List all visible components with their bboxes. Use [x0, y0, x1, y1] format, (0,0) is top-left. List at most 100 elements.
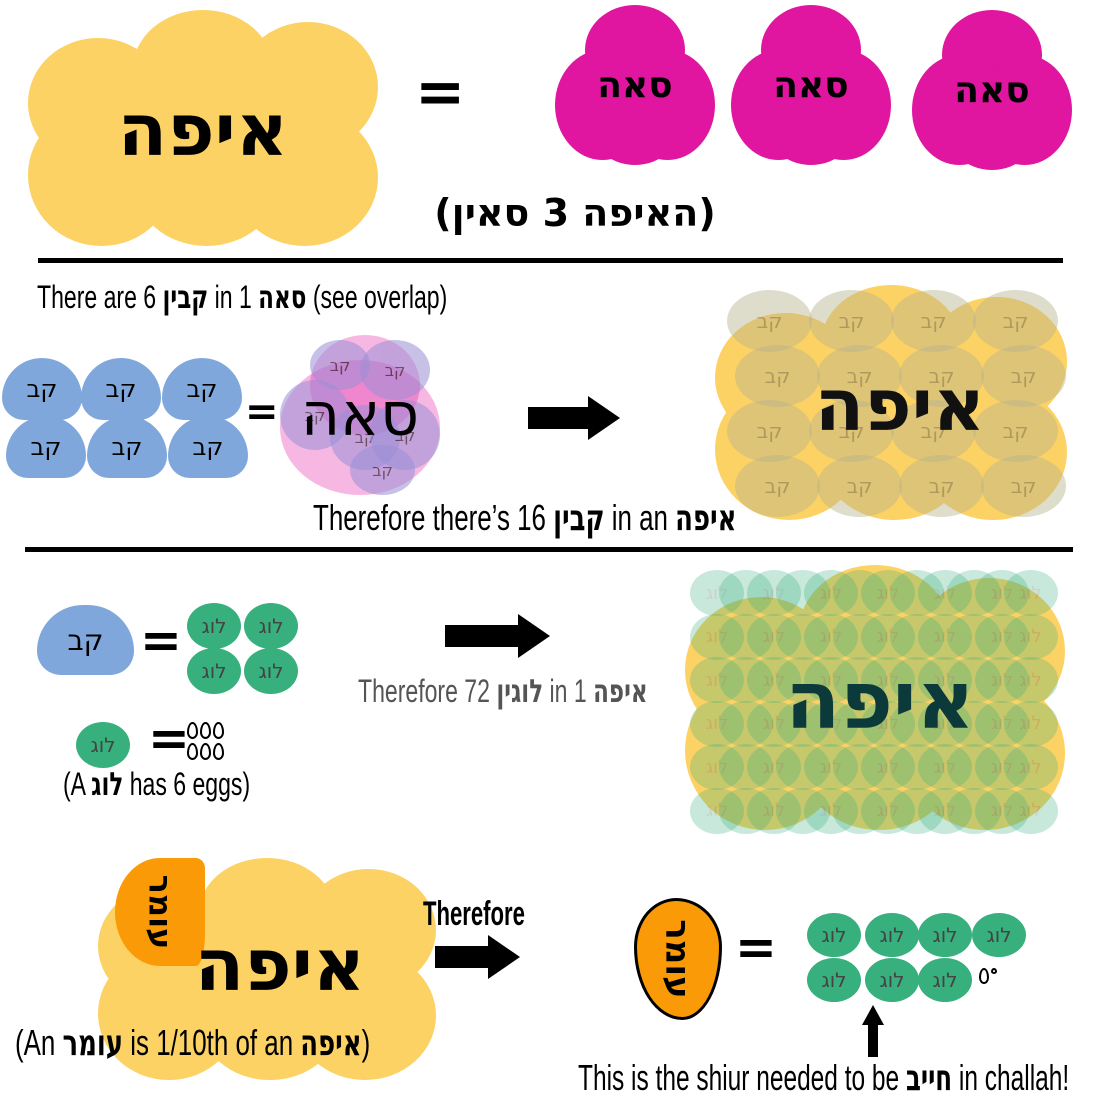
log-blob: [718, 613, 773, 660]
saah-label: סאה: [954, 69, 1030, 111]
log-blob: לוג: [861, 570, 915, 616]
log-blob: לוג: [804, 657, 858, 703]
log-blob: [775, 613, 830, 660]
log-blob: [832, 787, 887, 834]
log-blob: לוג: [1003, 613, 1058, 660]
log-blob: לוג: [918, 787, 972, 834]
eifa-label: איפה: [117, 88, 289, 172]
log-blob: לוג: [975, 657, 1029, 703]
log-blob: לוג: [807, 913, 861, 957]
kav-blob: קב: [817, 455, 902, 517]
kav-blob: קב: [891, 400, 976, 462]
kav-blob: קב: [899, 455, 984, 517]
log-blob: לוג: [918, 570, 972, 616]
blob-lobe: [80, 57, 326, 199]
log-blob: לוג: [1003, 787, 1058, 834]
log-blob: לוג: [1003, 570, 1058, 616]
log-blob: לוג: [76, 722, 130, 768]
log-blob: לוג: [975, 700, 1029, 747]
log-blob: לוג: [690, 744, 744, 790]
log-blob: לוג: [918, 700, 972, 747]
log-blob: [718, 744, 773, 790]
kav-blob: קב: [973, 290, 1058, 352]
log-blob: [946, 787, 1001, 834]
log-blob: [718, 657, 773, 703]
omer-tenth-caption: (An עומר is 1/10th of an איפה): [15, 1022, 371, 1064]
log-blob: לוג: [187, 603, 241, 649]
blob-lobe: [942, 70, 1042, 170]
saah-label: סאה: [773, 64, 849, 106]
saah-blob: סאה: [912, 10, 1072, 170]
arrow-up-icon: [862, 1005, 884, 1057]
kav-blob: קב: [350, 445, 415, 495]
log-blob: [946, 570, 1001, 616]
equals-sign: =: [735, 918, 777, 976]
log-blob: [775, 744, 830, 790]
log-blob: [832, 570, 887, 616]
saah-blob: סאה: [731, 5, 891, 165]
log-blob: לוג: [747, 744, 801, 790]
log-blob: לוג: [747, 657, 801, 703]
log-blob: [775, 570, 830, 616]
kav-blob: קב: [735, 455, 820, 517]
kav-blob: קב: [727, 290, 812, 352]
log-blob: לוג: [804, 787, 858, 834]
eifa-3-saah-caption: (האיפה 3 סאין): [434, 190, 716, 235]
shiur-caption: This is the shiur needed to be חייב in c…: [578, 1057, 1070, 1099]
kav-blob: קב: [973, 400, 1058, 462]
log-blob: לוג: [244, 603, 298, 649]
kav-blob: קב: [891, 290, 976, 352]
saah-label: סאה: [597, 64, 673, 106]
kav-blob: קב: [899, 345, 984, 407]
log-blob: לוג: [918, 913, 972, 957]
therefore-label: Therefore: [423, 895, 525, 933]
log-blob: לוג: [747, 570, 801, 616]
log-blob: לוג: [807, 958, 861, 1002]
kav-blob: קב: [981, 455, 1066, 517]
log-blob: [832, 700, 887, 747]
72-login-result: Therefore 72 לוגין in 1 איפה: [358, 672, 648, 710]
log-blob: לוג: [975, 787, 1029, 834]
eifa-label: איפה: [785, 653, 975, 747]
log-blob: [946, 700, 1001, 747]
log-blob: [946, 744, 1001, 790]
log-blob: [889, 744, 944, 790]
log-blob: לוג: [861, 700, 915, 747]
log-blob: לוג: [804, 744, 858, 790]
log-blob: לוג: [861, 657, 915, 703]
log-blob: לוג: [690, 700, 744, 747]
kav-saah-caption: There are 6 קבין in 1 סאה (see overlap): [37, 278, 448, 316]
six-eggs-icon: [186, 722, 236, 764]
log-blob: [775, 700, 830, 747]
kav-blob: קב: [81, 358, 161, 420]
saah-blob: סאה: [555, 5, 715, 165]
eifa-label: איפה: [814, 363, 986, 447]
log-blob: [889, 657, 944, 703]
log-blob: לוג: [975, 613, 1029, 660]
saah-label: סאה: [300, 380, 420, 450]
log-blob: [946, 657, 1001, 703]
equals-sign: =: [415, 57, 466, 127]
equals-sign: =: [148, 709, 190, 767]
log-blob: לוג: [861, 613, 915, 660]
equals-sign: =: [245, 389, 279, 435]
eifa-label: איפה: [194, 923, 366, 1007]
kav-blob: קב: [817, 345, 902, 407]
log-blob: לוג: [972, 913, 1026, 957]
log-blob: לוג: [804, 613, 858, 660]
log-blob: לוג: [1003, 657, 1058, 703]
log-blob: [718, 570, 773, 616]
log-blob: לוג: [918, 657, 972, 703]
log-blob: לוג: [865, 958, 919, 1002]
kav-blob: קב: [360, 340, 430, 400]
log-blob: לוג: [975, 744, 1029, 790]
log-blob: [832, 613, 887, 660]
kav-blob: קב: [809, 290, 894, 352]
kav-blob: קב: [809, 400, 894, 462]
kav-blob: קב: [981, 345, 1066, 407]
equals-sign: =: [140, 611, 182, 669]
log-blob: לוג: [747, 787, 801, 834]
log-blob: לוג: [747, 613, 801, 660]
log-blob: לוג: [187, 648, 241, 694]
